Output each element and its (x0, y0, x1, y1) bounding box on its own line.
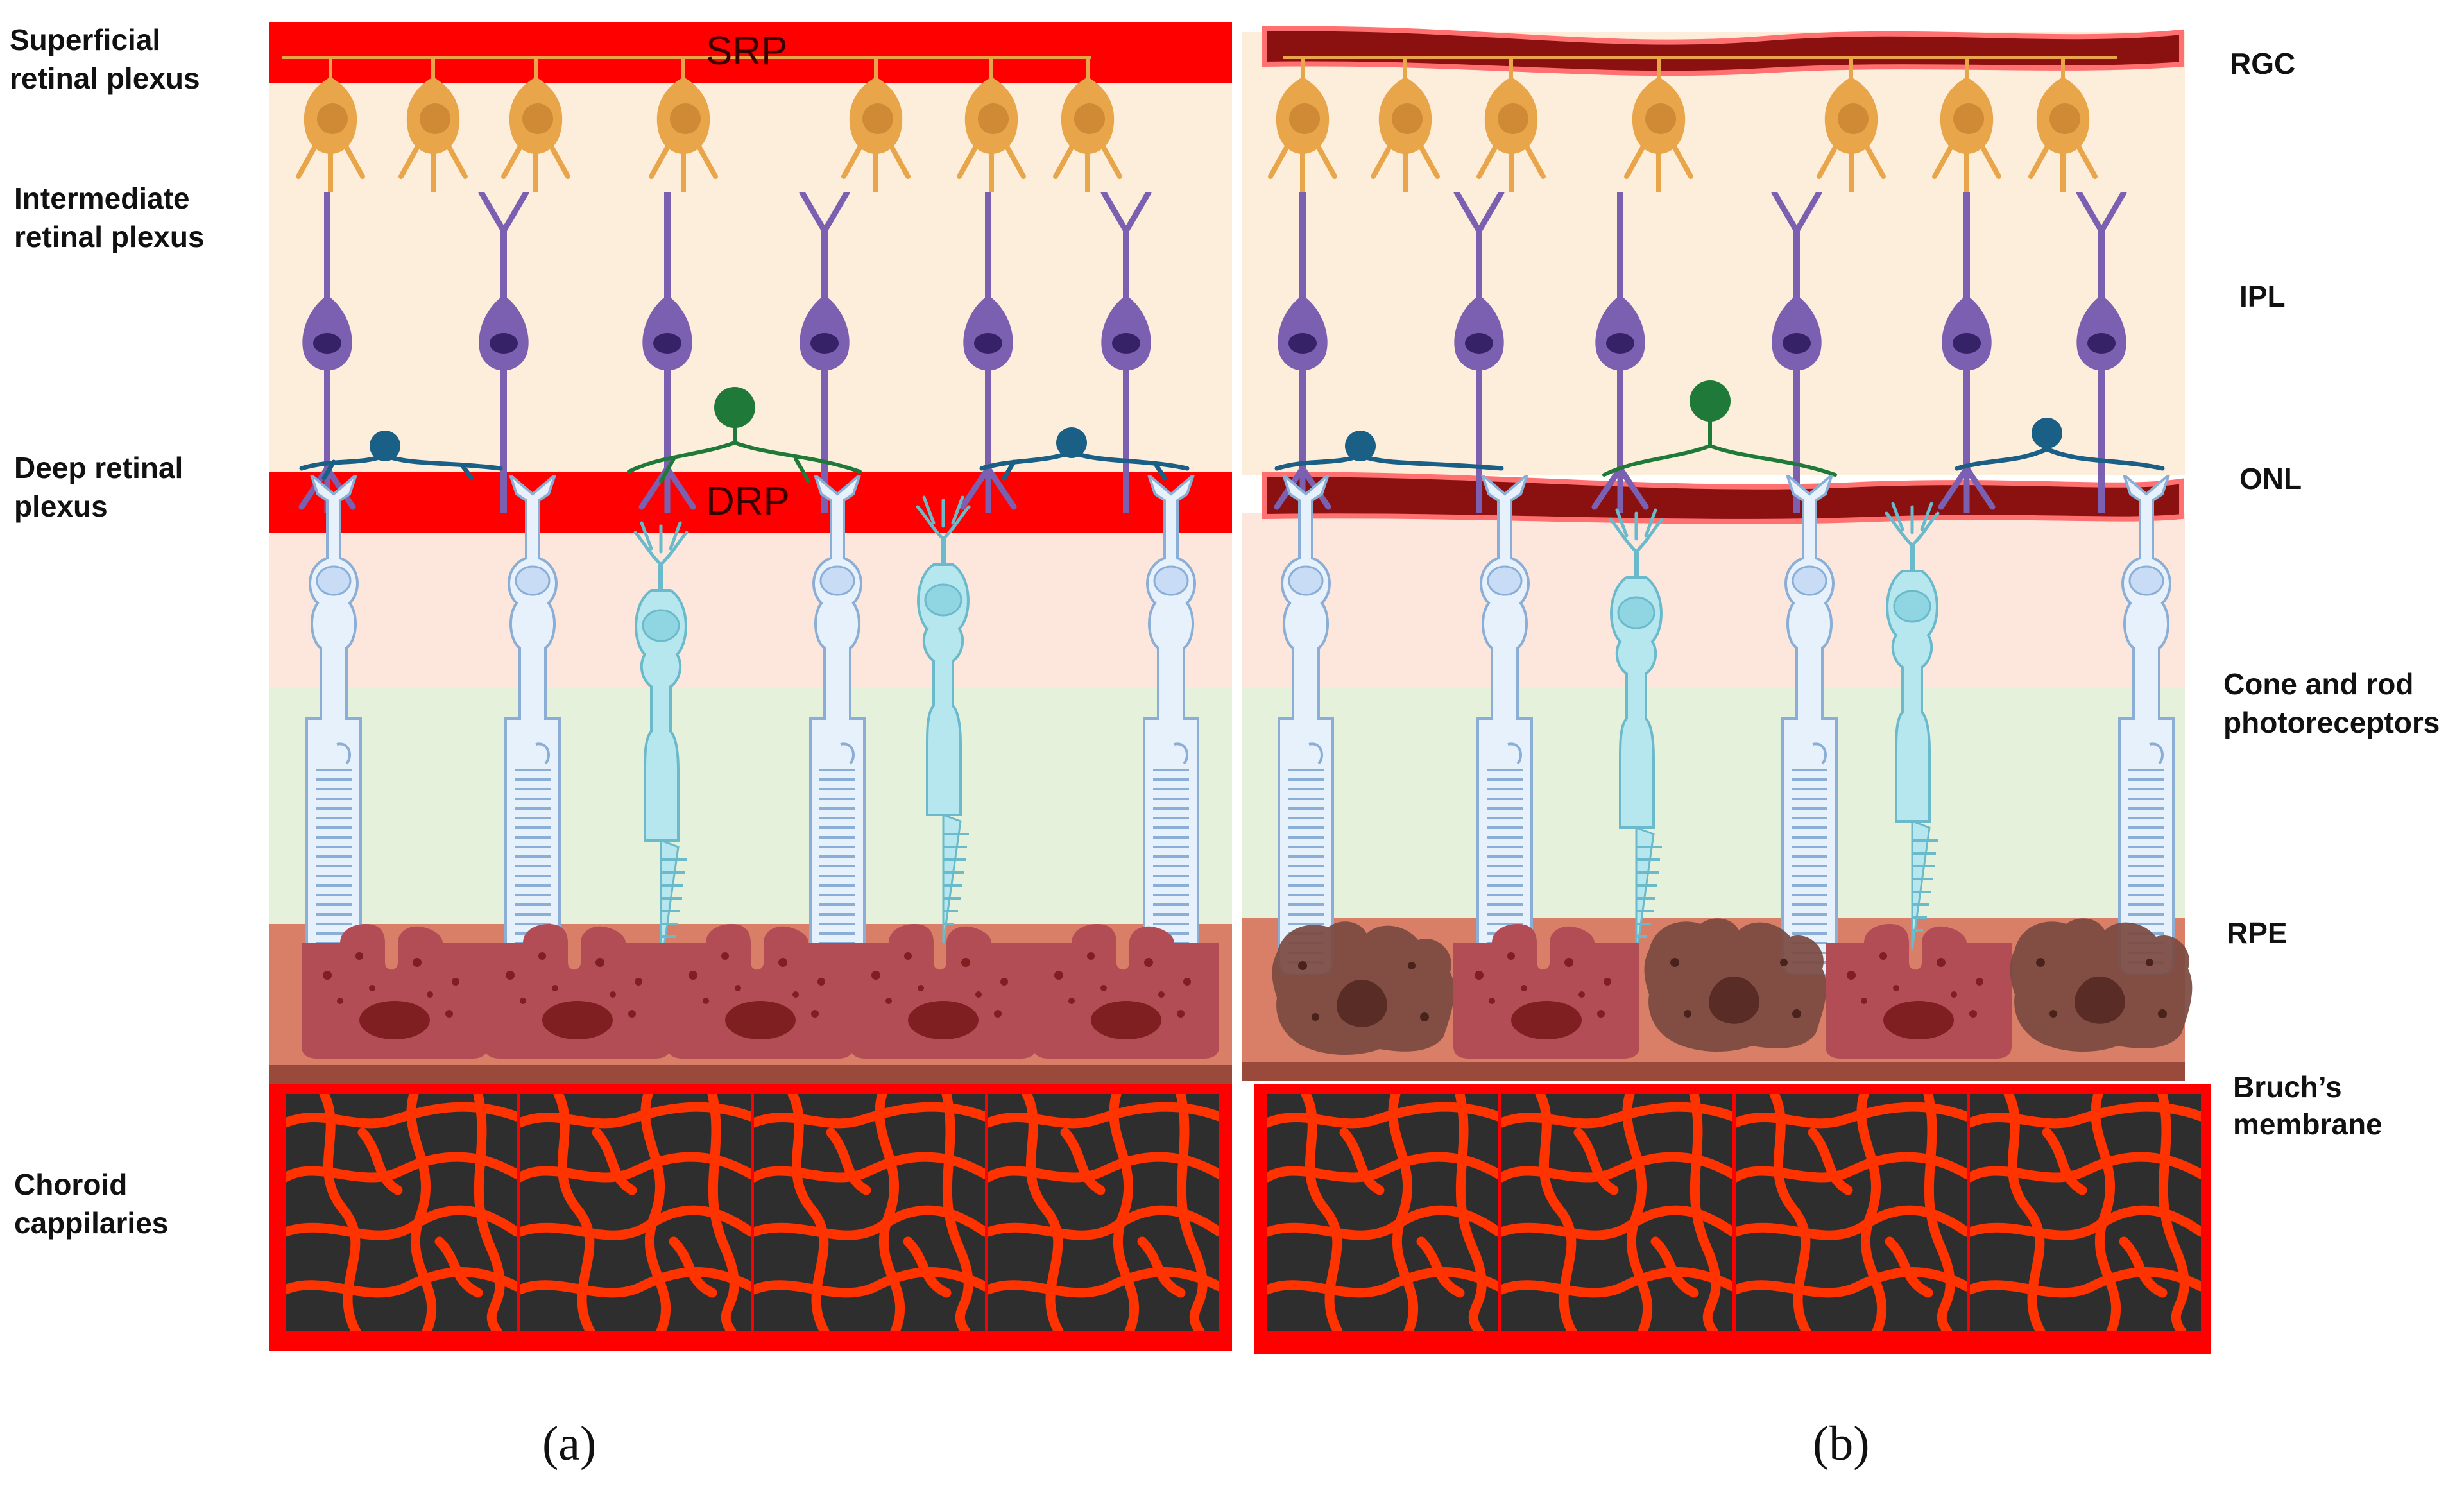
bruch-membrane-a (270, 1065, 1232, 1084)
capillary-network-icon (286, 1094, 517, 1331)
capillary-network-icon (988, 1094, 1219, 1331)
ipl-label: IPL (2239, 280, 2286, 313)
irp-label-line1: Intermediate (14, 182, 190, 215)
right-labels: RGC IPL ONL Cone and rod photoreceptors … (2223, 47, 2440, 1141)
bruch-label-line2: membrane (2233, 1107, 2383, 1141)
rpe-degenerated-icon (1644, 918, 1827, 1052)
choroid-label-line2: cappilaries (14, 1206, 168, 1240)
irp-label-line2: retinal plexus (14, 220, 205, 253)
bruch-membrane-b (1242, 1062, 2185, 1081)
rgc-label: RGC (2230, 47, 2295, 80)
drp-band-label: DRP (706, 479, 790, 524)
srp-band-a (270, 22, 1232, 83)
photoreceptors-label-line1: Cone and rod (2223, 667, 2413, 701)
caption-a: (a) (542, 1417, 596, 1471)
capillary-network-icon (754, 1094, 985, 1331)
ganglion-cells (282, 56, 2118, 192)
rpe-degenerated-icon (1272, 921, 1455, 1055)
capillary-network-icon (1736, 1094, 1967, 1331)
left-labels: Superficial retinal plexus Intermediate … (10, 23, 205, 1240)
drp-label-line2: plexus (14, 490, 108, 523)
capillary-network-icon (1502, 1094, 1733, 1331)
caption-b: (b) (1813, 1417, 1870, 1471)
srp-label-line1: Superficial (10, 23, 160, 56)
horizontal-cell-icon (1274, 431, 1504, 471)
drp-band-a (270, 472, 1232, 533)
srp-band-label: SRP (706, 29, 787, 73)
horizontal-cell-icon (979, 427, 1190, 481)
drp-label-line1: Deep retinal (14, 451, 183, 484)
srp-vessel-b (1262, 26, 2184, 76)
bruch-label-line1: Bruch’s (2233, 1070, 2342, 1104)
choroid-label-line1: Choroid (14, 1168, 127, 1201)
capillary-network-icon (520, 1094, 751, 1331)
amacrine-cell-icon (627, 387, 862, 483)
horizontal-cell-icon (299, 431, 503, 481)
onl-label: ONL (2239, 462, 2302, 495)
photoreceptors-label-line2: photoreceptors (2223, 706, 2440, 739)
rpe-degenerated-icon (2010, 918, 2193, 1052)
choroid-capillaries (286, 1094, 2201, 1331)
rpe-label: RPE (2227, 916, 2288, 950)
capillary-network-icon (1970, 1094, 2201, 1331)
capillary-network-icon (1267, 1094, 1498, 1331)
srp-label-line2: retinal plexus (10, 62, 200, 95)
horizontal-cells (299, 380, 2165, 483)
horizontal-cell-icon (1955, 418, 2165, 471)
amacrine-cell-icon (1602, 380, 1837, 477)
drp-vessel-b (1262, 472, 2184, 524)
